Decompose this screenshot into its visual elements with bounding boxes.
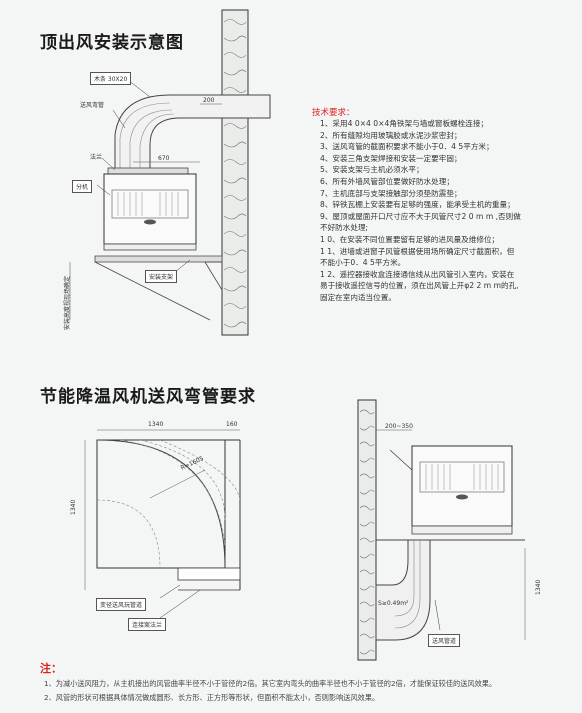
dim-1340-top: 1340 xyxy=(148,421,164,428)
requirement-item: 1 0、在安装不同位置要留有足够的进风量及维修位； xyxy=(320,234,500,244)
requirements-list: 1、采用4 0×4 0×4角铁架与墙或窗板螺栓连接； 2、所有缝隙均用玻璃胶或水… xyxy=(320,118,521,304)
requirement-item: 2、所有缝隙均用玻璃胶或水泥沙浆密封； xyxy=(320,130,462,140)
section1-title: 顶出风安装示意图 xyxy=(40,33,184,53)
requirement-item: 易于接收遥控信号的位置，须在出风管上开φ2 2 m m的孔, xyxy=(320,281,519,291)
label-connect-flange: 连接案法兰 xyxy=(128,618,167,631)
label-supply-elbow: 送风弯管 xyxy=(80,102,105,109)
section2-title: 节能降温风机送风弯管要求 xyxy=(40,387,256,407)
elbow-frame xyxy=(96,439,226,569)
requirement-item: 固定在室内适当位置。 xyxy=(320,292,396,302)
note-item: 1、为减小送风阻力，从主机接出的风管曲率半径不小于管径的2倍。其它室内弯头的曲率… xyxy=(44,679,497,688)
requirement-item: 9、屋顶或屋面开口尺寸应不大于风管尺寸2 0 m m ,否则做 xyxy=(320,211,521,221)
requirement-item: 不好防水处理; xyxy=(320,223,369,233)
label-flange: 法兰 xyxy=(90,154,103,161)
label-supply-duct: 送风管道 xyxy=(428,634,461,647)
dim-160: 160 xyxy=(226,421,238,428)
requirement-item: 1 2、遥控器接收盒连接通信线从出风管引入室内，安装在 xyxy=(320,269,515,279)
label-wood-strip: 木条 30X20 xyxy=(90,72,132,85)
requirement-item: 8、锌铁瓦棚上安装要有足够的强度，能承受主机的重量； xyxy=(320,200,515,210)
connect-flange xyxy=(177,567,241,581)
wall-2 xyxy=(357,399,377,661)
duct2 xyxy=(375,539,431,641)
requirement-item: 1、采用4 0×4 0×4角铁架与墙或窗板螺栓连接； xyxy=(320,119,489,128)
label-bracket: 安装支架 xyxy=(145,270,178,283)
unit2-body xyxy=(411,445,513,527)
note-item: 2、风管的形状可根据具体情况做成圆形、长方形、正方形等形状，但面积不能太小，否则… xyxy=(44,693,380,702)
requirement-item: 5、安装支架与主机必须水平； xyxy=(320,165,424,175)
dim-200: 200 xyxy=(203,97,215,104)
requirement-item: 1 1、进墙或进窗子风管根据使用场所确定尺寸截面积，但 xyxy=(320,246,515,256)
requirement-item: 6、所有外墙风管部位要做好防水处理； xyxy=(320,176,454,186)
label-unit: 分机 xyxy=(72,180,93,193)
requirement-item: 不能小于0．4 5平方米。 xyxy=(320,258,406,268)
requirement-item: 4、安装三角支架焊接和安装一定要牢固； xyxy=(320,153,462,163)
notes-title: 注： xyxy=(40,662,62,675)
wall-1 xyxy=(221,9,249,336)
requirement-item: 3、送风弯管的截面积要求不能小于0．4 5平方米； xyxy=(320,142,494,152)
dim-670: 670 xyxy=(158,155,170,162)
requirements-title: 技术要求： xyxy=(312,108,355,118)
requirement-item: 7、主机底部与支架接触部分须垫防震垫； xyxy=(320,188,462,198)
dim-1340-right: 1340 xyxy=(535,579,542,595)
label-reducer-duct: 变径送风玩管道 xyxy=(96,598,147,611)
dim-200-350: 200~350 xyxy=(385,423,413,430)
area-label: S≥0.49m² xyxy=(378,600,409,607)
unit-body xyxy=(103,173,197,245)
